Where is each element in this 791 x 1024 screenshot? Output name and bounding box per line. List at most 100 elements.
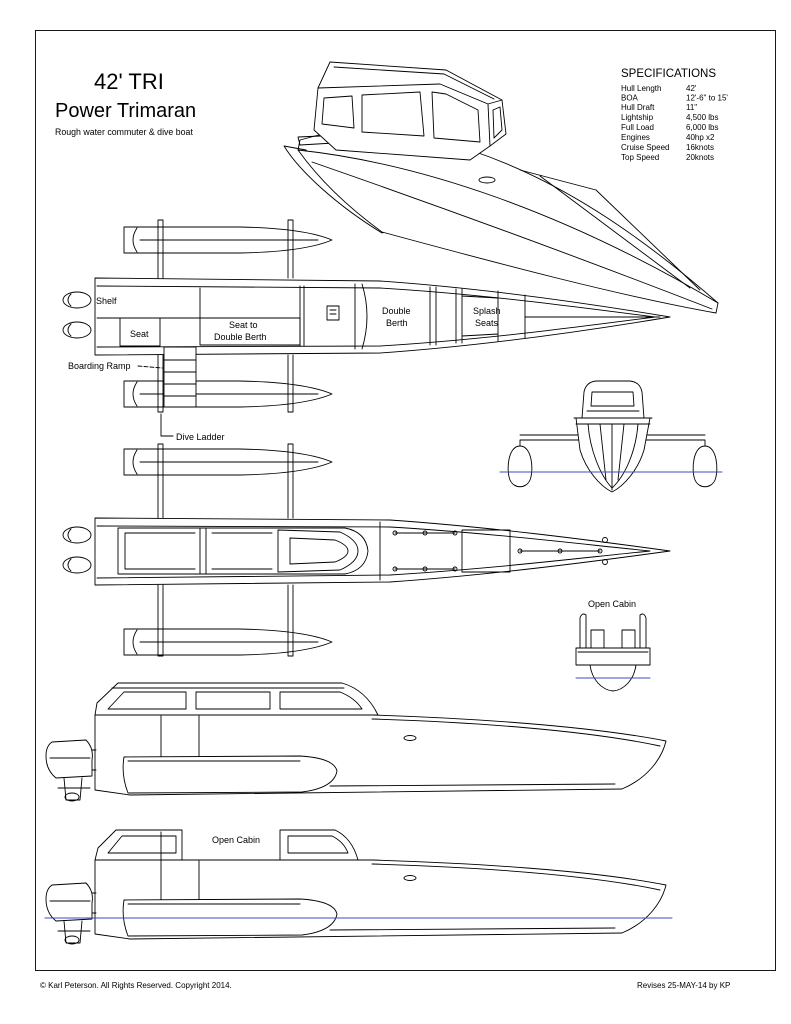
perspective-view [283, 61, 719, 314]
spec-value: 6,000 lbs [686, 123, 718, 132]
plan-crossbeam-aft [157, 443, 164, 657]
front-ama-right [692, 445, 718, 488]
perspective-cabin-window [431, 91, 481, 143]
deck-windshield [277, 529, 359, 573]
open-cabin-front-label: Open Cabin [588, 599, 636, 609]
plan-ama-top [123, 226, 333, 254]
head-toilet-icon [329, 309, 337, 315]
cabin-top-details [124, 527, 273, 575]
perspective-hull-chine [311, 161, 713, 310]
spec-value: 40hp x2 [686, 133, 715, 142]
plan-view-labels: Shelf Seat Seat to Double Berth Double B… [68, 296, 501, 442]
open-cabin-side-label: Open Cabin [212, 835, 260, 845]
berth-front [361, 283, 368, 350]
deck-fitting [557, 548, 563, 554]
plan-crossbeam-forward [287, 219, 294, 413]
deck-fitting [392, 530, 398, 536]
deck-fitting [602, 559, 608, 565]
front-cabin-window [586, 391, 640, 412]
cabin-partitions [429, 286, 526, 346]
plan-crossbeam-aft [157, 219, 164, 413]
deck-fitting [392, 566, 398, 572]
shelf-label: Shelf [96, 296, 117, 306]
boarding-ramp-label: Boarding Ramp [68, 361, 131, 371]
spec-value: 20knots [686, 153, 714, 162]
perspective-cabin-window [321, 95, 355, 129]
deck-fitting [452, 530, 458, 536]
seat-outline [119, 317, 161, 347]
deck-fitting [452, 566, 458, 572]
outboard-motor-icon [62, 526, 92, 544]
open-cabin-frames [579, 613, 647, 649]
open-cabin-aft-window [107, 835, 177, 854]
deck-fitting [597, 548, 603, 554]
splash-seats-label: Splash [473, 306, 501, 316]
plan-view-deck [62, 443, 671, 657]
double-berth-label: Berth [386, 318, 408, 328]
boarding-ramp [163, 346, 197, 408]
side-cabin-window [279, 691, 363, 710]
spec-label: BOA [621, 94, 639, 103]
perspective-hull [297, 149, 719, 314]
perspective-cabin-window [361, 91, 425, 137]
front-crossbeam [519, 434, 706, 448]
spec-value: 42' [686, 84, 697, 93]
seat-label: Seat [130, 329, 149, 339]
spec-label: Hull Draft [621, 103, 655, 112]
propeller-icon [64, 935, 80, 945]
deck-gunwale [96, 525, 651, 579]
open-cabin-aft-frame [94, 829, 183, 861]
spec-label: Cruise Speed [621, 143, 669, 152]
side-profile-enclosed [45, 682, 667, 802]
open-cabin-front-view [575, 613, 651, 692]
title-line-2: Power Trimaran [55, 100, 196, 122]
seat-to-berth-label: Double Berth [214, 332, 267, 342]
perspective-cabin-roof [317, 66, 503, 147]
sheet-border [35, 30, 776, 971]
side-rub-rail [329, 718, 661, 787]
perspective-foredeck-lines [519, 169, 701, 291]
plan-view-interior [62, 219, 671, 437]
front-cabin [581, 380, 645, 419]
front-hull [575, 417, 651, 493]
specifications-table: SPECIFICATIONS Hull Length 42' BOA 12'-6… [621, 68, 728, 162]
side-cabin-window [195, 691, 271, 710]
deck-fitting [517, 548, 523, 554]
plan-main-hull [94, 277, 671, 356]
boarding-ramp-leader [137, 365, 163, 369]
deck-rail [394, 532, 601, 570]
head-toilet-icon [326, 305, 340, 321]
outboard-motor-icon [62, 291, 92, 309]
front-ama-left [507, 445, 533, 488]
spec-value: 4,500 lbs [686, 113, 718, 122]
perspective-deck-edge [469, 149, 719, 304]
spec-label: Lightship [621, 113, 654, 122]
open-cabin-hull [575, 647, 651, 692]
spec-value: 16knots [686, 143, 714, 152]
deck-fitting [422, 566, 428, 572]
outboard-motor-icon [67, 528, 72, 542]
porthole-icon [403, 735, 417, 741]
spec-label: Full Load [621, 123, 654, 132]
open-cabin-windshield [279, 829, 359, 861]
side-crossbeam [160, 831, 200, 901]
specifications-heading: SPECIFICATIONS [621, 68, 716, 80]
dive-ladder-leader [160, 413, 174, 437]
perspective-windshield [492, 106, 503, 139]
plan-ama-top [123, 448, 333, 476]
outboard-motor-icon [67, 293, 72, 307]
spec-label: Engines [621, 133, 650, 142]
spec-value: 11" [686, 103, 697, 112]
seat-to-berth-label: Seat to [229, 320, 258, 330]
spec-label: Top Speed [621, 153, 659, 162]
propeller-icon [64, 792, 80, 802]
spec-value: 12'-6" to 15' [686, 94, 728, 103]
deck-main-hull [94, 517, 671, 586]
outboard-motor-icon [45, 739, 97, 801]
title-line-1: 42' TRI [94, 69, 164, 94]
spec-label: Hull Length [621, 84, 661, 93]
outboard-motor-icon [67, 558, 72, 572]
title-block: 42' TRI Power Trimaran Rough water commu… [55, 69, 196, 137]
front-view [499, 380, 723, 493]
